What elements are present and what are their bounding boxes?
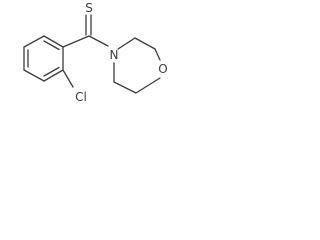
ring-bond-6	[23, 35, 45, 48]
morpholine-bond-5	[113, 81, 137, 94]
oxygen-atom-label: O	[158, 62, 167, 76]
ring-bond-4	[23, 69, 45, 82]
chemical-structure-diagram: S N O Cl	[23, 1, 168, 104]
nitrogen-atom-label: N	[110, 48, 119, 62]
ring-to-chlorine-bond	[62, 69, 74, 88]
thiocarbonyl-to-nitrogen-bond	[88, 35, 109, 47]
ring-to-thiocarbonyl-bond	[62, 35, 90, 48]
ring-bond-3	[43, 69, 64, 82]
chlorine-atom-label: Cl	[75, 90, 87, 104]
benzene-ring	[23, 35, 64, 82]
morpholine-bond-2	[134, 37, 156, 50]
ring-inner-bond-2	[43, 66, 60, 77]
ring-bond-1	[43, 35, 64, 48]
morpholine-bond-3	[154, 48, 161, 61]
morpholine-ring	[113, 37, 161, 94]
sulfur-atom-label: S	[85, 1, 93, 15]
morpholine-bond-1	[117, 37, 136, 50]
ring-inner-bond-1	[43, 40, 60, 51]
morpholine-bond-4	[135, 77, 161, 94]
